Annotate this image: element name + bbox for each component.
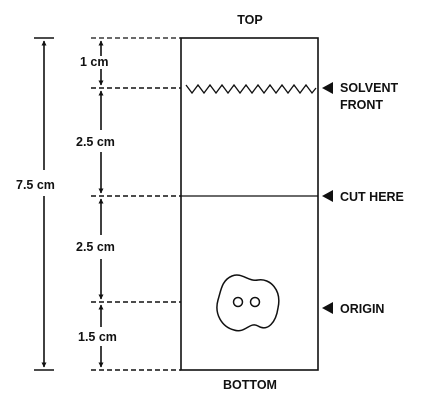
sample-spot-right xyxy=(249,296,261,308)
solvent-front-label-line1: SOLVENT xyxy=(340,81,398,95)
bottom-label: BOTTOM xyxy=(223,378,277,392)
solvent-front-pointer-icon xyxy=(322,82,333,94)
top-label: TOP xyxy=(237,13,262,27)
solvent-front-line xyxy=(185,83,317,95)
origin-label: ORIGIN xyxy=(340,302,384,316)
sample-spot-left xyxy=(232,296,244,308)
cut-here-label: CUT HERE xyxy=(340,190,404,204)
tlc-plate xyxy=(180,37,319,371)
cut-here-pointer-icon xyxy=(322,190,333,202)
bottom-gap-label: 1.5 cm xyxy=(78,330,117,344)
lower-section-label: 2.5 cm xyxy=(76,240,115,254)
solvent-front-label-line2: FRONT xyxy=(340,98,383,112)
top-gap-label: 1 cm xyxy=(80,55,109,69)
upper-section-label: 2.5 cm xyxy=(76,135,115,149)
origin-pointer-icon xyxy=(322,302,333,314)
total-dimension-label: 7.5 cm xyxy=(16,178,55,192)
sample-blob xyxy=(216,274,280,332)
